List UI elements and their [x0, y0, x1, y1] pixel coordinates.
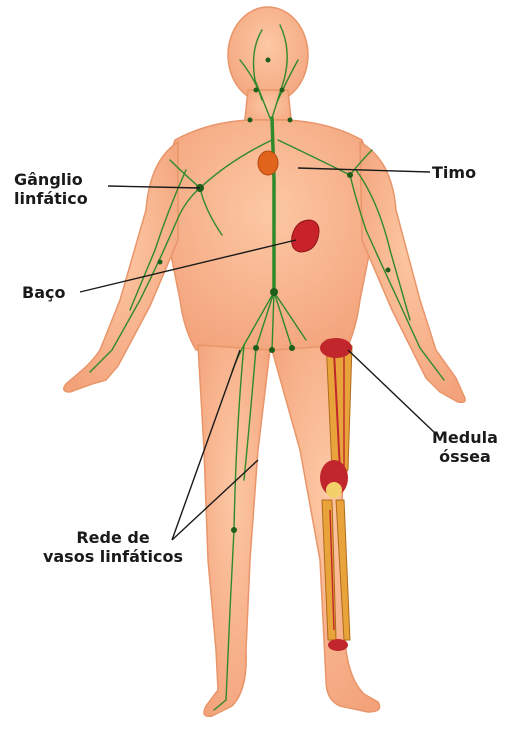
label-bone-marrow-line1: Medula	[432, 428, 498, 447]
label-vessels-line2: vasos linfáticos	[20, 547, 206, 566]
label-spleen-text: Baço	[22, 283, 65, 302]
head	[228, 7, 308, 103]
label-lymph-node: Gânglio linfático	[14, 170, 88, 208]
label-thymus: Timo	[432, 163, 476, 182]
label-vessels: Rede de vasos linfáticos	[20, 528, 206, 566]
label-vessels-line1: Rede de	[20, 528, 206, 547]
label-bone-marrow: Medula óssea	[432, 428, 498, 466]
label-bone-marrow-line2: óssea	[432, 447, 498, 466]
body-silhouette	[64, 7, 465, 716]
label-lymph-node-line1: Gânglio	[14, 170, 88, 189]
label-thymus-text: Timo	[432, 163, 476, 182]
label-lymph-node-line2: linfático	[14, 189, 88, 208]
label-spleen: Baço	[22, 283, 65, 302]
thymus-organ	[258, 151, 278, 175]
